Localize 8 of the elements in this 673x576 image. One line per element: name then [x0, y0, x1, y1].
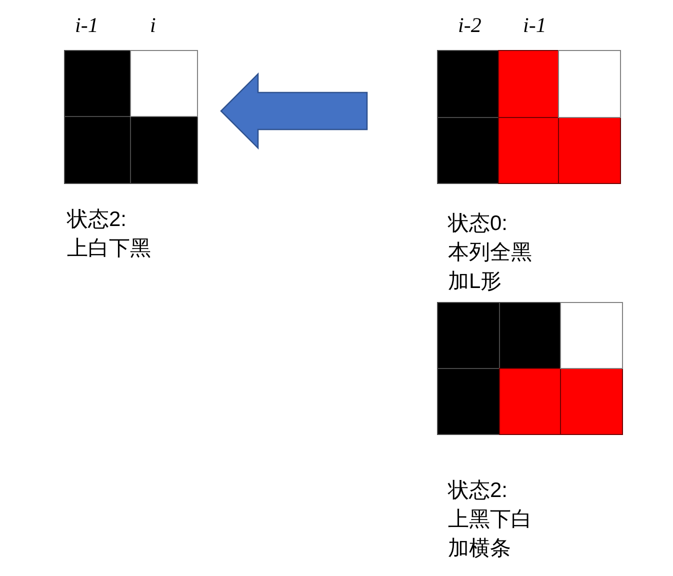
column-label: i-2: [458, 13, 482, 37]
column-label: i-1: [523, 13, 546, 37]
state-caption: 状态2:上白下黑: [67, 207, 151, 262]
state-caption: 状态2:上黑下白加横条: [448, 478, 532, 562]
block-arrow: [220, 72, 368, 150]
column-label: i-1: [75, 13, 98, 37]
state-caption: 状态0:本列全黑加L形: [448, 211, 532, 295]
column-label: i: [150, 13, 156, 37]
